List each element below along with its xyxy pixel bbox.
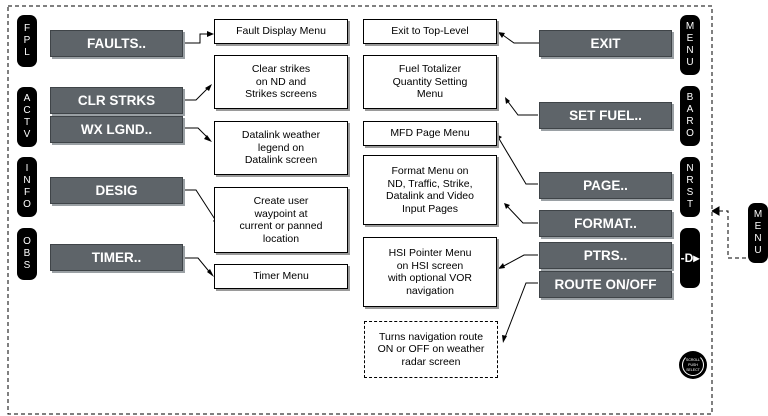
set-fuel-softkey[interactable]: SET FUEL.. [539, 102, 672, 129]
timer-softkey[interactable]: TIMER.. [50, 244, 183, 271]
page-softkey[interactable]: PAGE.. [539, 172, 672, 199]
hsi-pointer-menu-label: HSI Pointer Menu on HSI screen with opti… [363, 237, 497, 307]
bezel-key-info[interactable]: I N F O [17, 157, 37, 217]
bezel-key-nrst[interactable]: N R S T [680, 157, 700, 217]
route-toggle-label: Turns navigation route ON or OFF on weat… [364, 321, 498, 378]
external-menu-link [712, 210, 754, 259]
bezel-key-fpl[interactable]: F P L [17, 15, 37, 67]
mfd-page-menu-label: MFD Page Menu [363, 121, 497, 146]
format-menu-label: Format Menu on ND, Traffic, Strike, Data… [363, 155, 497, 225]
exit-softkey[interactable]: EXIT [539, 30, 672, 57]
timer-menu-label: Timer Menu [214, 264, 348, 289]
desig-softkey[interactable]: DESIG [50, 177, 183, 204]
direct-to-icon: -D▸ [680, 251, 700, 265]
fault-display-menu-label: Fault Display Menu [214, 19, 348, 44]
fuel-totalizer-label: Fuel Totalizer Quantity Setting Menu [363, 55, 497, 109]
display-frame [7, 5, 713, 415]
bezel-key-baro[interactable]: B A R O [680, 86, 700, 146]
knob-ring-icon [682, 354, 704, 376]
bezel-key-obs[interactable]: O B S [17, 228, 37, 280]
create-waypoint-label: Create user waypoint at current or panne… [214, 187, 348, 253]
clr-strks-softkey[interactable]: CLR STRKS [50, 87, 183, 114]
bezel-key-menu[interactable]: M E N U [680, 15, 700, 75]
format-softkey[interactable]: FORMAT.. [539, 210, 672, 237]
ptrs-softkey[interactable]: PTRS.. [539, 242, 672, 269]
exit-top-level-label: Exit to Top-Level [363, 19, 497, 44]
wx-lgnd-softkey[interactable]: WX LGND.. [50, 116, 183, 143]
bezel-key-direct-to[interactable]: -D▸ [680, 228, 700, 288]
external-menu-key[interactable]: M E N U [748, 203, 768, 263]
scroll-push-select-knob[interactable]: SCROLL PUSH SELECT [679, 351, 707, 379]
route-on-off-softkey[interactable]: ROUTE ON/OFF [539, 271, 672, 298]
faults-softkey[interactable]: FAULTS.. [50, 30, 183, 57]
bezel-key-actv[interactable]: A C T V [17, 87, 37, 147]
clear-strikes-label: Clear strikes on ND and Strikes screens [214, 55, 348, 109]
datalink-legend-label: Datalink weather legend on Datalink scre… [214, 121, 348, 175]
